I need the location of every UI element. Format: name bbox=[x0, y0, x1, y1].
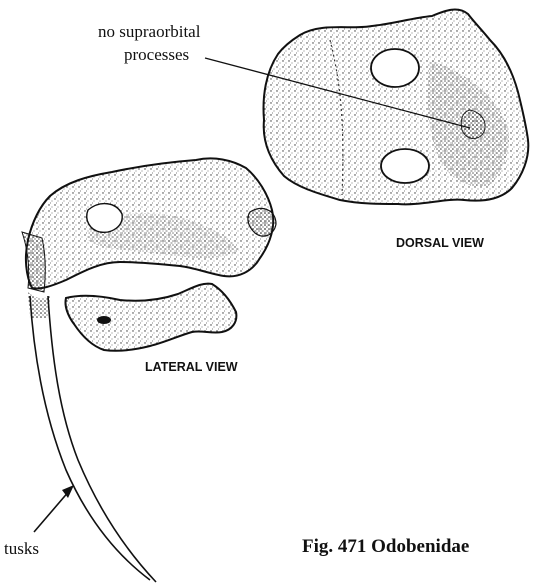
dorsal-view-label: DORSAL VIEW bbox=[396, 236, 484, 250]
upper-orbit bbox=[371, 49, 419, 87]
lateral-view-label: LATERAL VIEW bbox=[145, 360, 238, 374]
mandible bbox=[65, 284, 236, 351]
lower-orbit bbox=[381, 149, 429, 183]
lateral-orbit bbox=[87, 204, 122, 233]
supraorbital-label-line2: processes bbox=[124, 45, 189, 65]
tusks-label: tusks bbox=[4, 539, 39, 559]
mandible-foramen bbox=[97, 316, 111, 324]
figure-caption: Fig. 471 Odobenidae bbox=[302, 536, 469, 558]
mandible-outline bbox=[65, 284, 236, 351]
tusk-arrow-shaft bbox=[34, 490, 70, 532]
lateral-view-skull bbox=[22, 158, 276, 292]
supraorbital-label-line1: no supraorbital bbox=[98, 22, 200, 42]
